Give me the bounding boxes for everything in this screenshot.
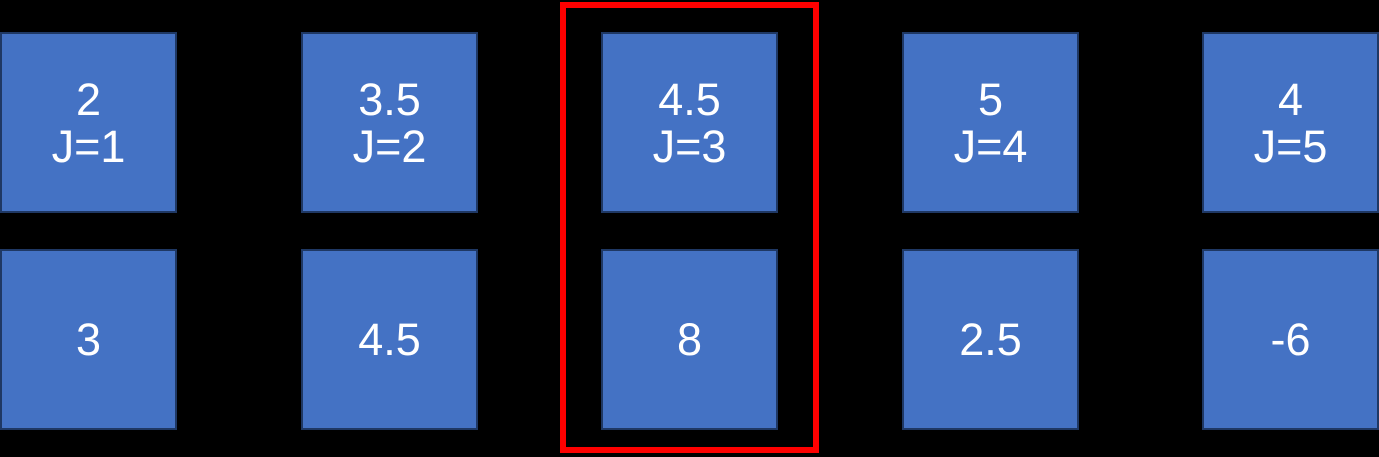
column-j3: 4.5 J=3 8 — [601, 0, 778, 457]
column-j1: 2 J=1 3 — [0, 0, 177, 457]
box-j-label: J=4 — [953, 120, 1028, 172]
box-value: 4.5 — [658, 73, 721, 125]
column-j4: 5 J=4 2.5 — [902, 0, 1079, 457]
box-bottom-j5: -6 — [1202, 249, 1379, 430]
box-bottom-j3: 8 — [601, 249, 778, 430]
box-j-label: J=3 — [652, 120, 727, 172]
box-bottom-j2: 4.5 — [301, 249, 478, 430]
box-top-j3: 4.5 J=3 — [601, 32, 778, 213]
box-value: 2.5 — [959, 314, 1022, 365]
box-top-j2: 3.5 J=2 — [301, 32, 478, 213]
column-j5: 4 J=5 -6 — [1202, 0, 1379, 457]
box-value: 3.5 — [358, 73, 421, 125]
box-value: -6 — [1270, 314, 1311, 365]
box-value: 4 — [1277, 73, 1304, 125]
box-value: 8 — [676, 314, 703, 365]
column-j2: 3.5 J=2 4.5 — [301, 0, 478, 457]
box-j-label: J=1 — [51, 120, 126, 172]
box-bottom-j1: 3 — [0, 249, 177, 430]
box-value: 4.5 — [358, 314, 421, 365]
box-j-label: J=5 — [1253, 120, 1328, 172]
box-value: 2 — [75, 73, 102, 125]
box-top-j1: 2 J=1 — [0, 32, 177, 213]
box-value: 5 — [977, 73, 1004, 125]
box-top-j5: 4 J=5 — [1202, 32, 1379, 213]
box-value: 3 — [75, 314, 102, 365]
box-j-label: J=2 — [352, 120, 427, 172]
box-top-j4: 5 J=4 — [902, 32, 1079, 213]
box-bottom-j4: 2.5 — [902, 249, 1079, 430]
